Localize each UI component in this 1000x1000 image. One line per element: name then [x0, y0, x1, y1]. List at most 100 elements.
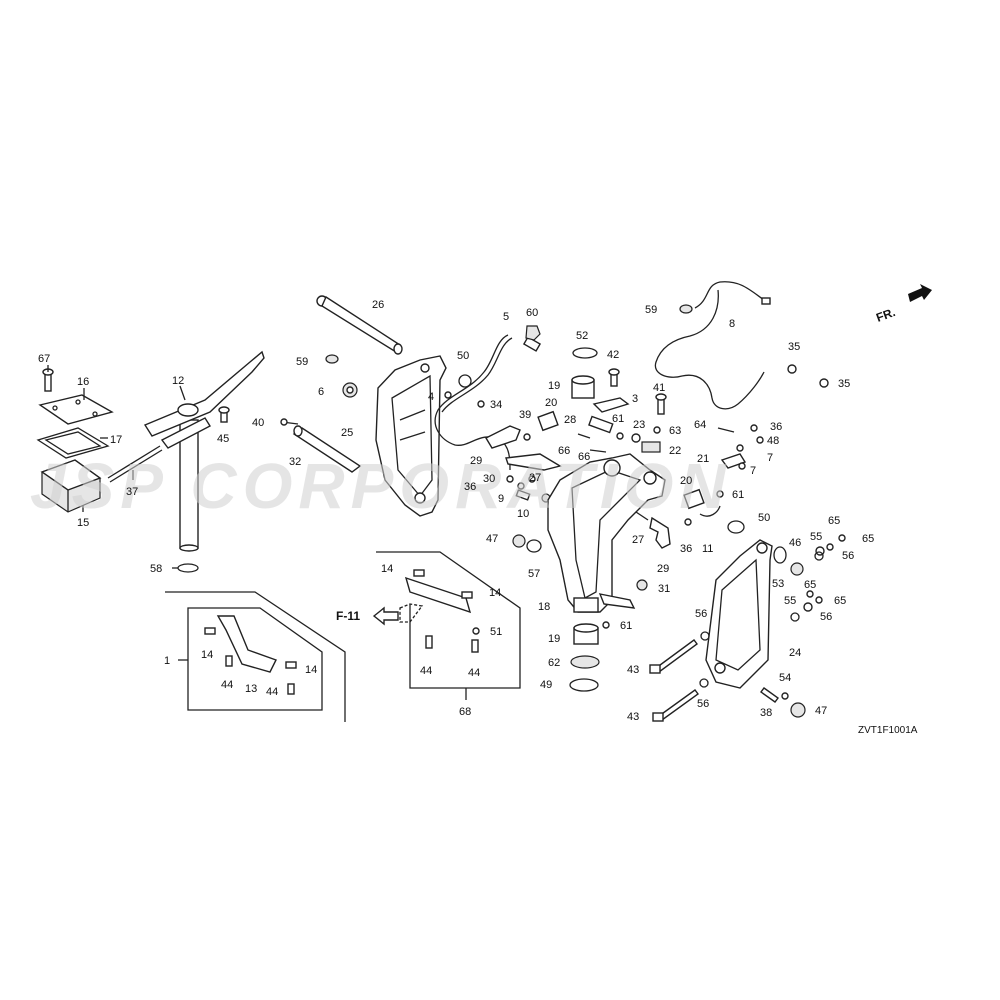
- callout: 7: [750, 465, 756, 477]
- callout: 34: [490, 399, 502, 411]
- callout: 14: [489, 587, 501, 599]
- callout: 41: [653, 382, 665, 394]
- callout: 12: [172, 375, 184, 387]
- callout: 56: [842, 550, 854, 562]
- callout: 8: [729, 318, 735, 330]
- callout: 26: [372, 299, 384, 311]
- callout: 35: [838, 378, 850, 390]
- callout: 52: [576, 330, 588, 342]
- diagram-code: ZVT1F1001A: [858, 725, 918, 736]
- callout: 14: [305, 664, 317, 676]
- callout: 44: [420, 665, 432, 677]
- callout: 56: [697, 698, 709, 710]
- front-direction-arrow: [908, 284, 932, 302]
- callout: 10: [517, 508, 529, 520]
- callout: 29: [657, 563, 669, 575]
- ref-label: F-11: [336, 609, 360, 623]
- callout: 31: [658, 583, 670, 595]
- callout: 3: [632, 393, 638, 405]
- callout: 15: [77, 517, 89, 529]
- callout: 67: [38, 353, 50, 365]
- steering-shaft-group: [36, 350, 265, 573]
- callout: 56: [820, 611, 832, 623]
- callout: 50: [758, 512, 770, 524]
- callout: 39: [519, 409, 531, 421]
- callout: 42: [607, 349, 619, 361]
- callout: 66: [558, 445, 570, 457]
- callout: 40: [252, 417, 264, 429]
- bracket-group: [280, 295, 447, 517]
- callout: 66: [578, 451, 590, 463]
- callout: 59: [645, 304, 657, 316]
- callout: 47: [815, 705, 827, 717]
- callout: 48: [767, 435, 779, 447]
- callout-labels: 67 16 17 15 37 12 45 58 26 59 6 40 32 25…: [38, 299, 874, 723]
- callout: 64: [694, 419, 706, 431]
- callout: 23: [633, 419, 645, 431]
- callout: 61: [732, 489, 744, 501]
- callout: 62: [548, 657, 560, 669]
- callout: 43: [627, 664, 639, 676]
- callout: 46: [789, 537, 801, 549]
- callout: 47: [486, 533, 498, 545]
- callout: 37: [126, 486, 138, 498]
- callout: 60: [526, 307, 538, 319]
- callout: 36: [770, 421, 782, 433]
- callout: 14: [381, 563, 393, 575]
- callout: 4: [428, 391, 434, 403]
- callout: 18: [538, 601, 550, 613]
- callout: 24: [789, 647, 801, 659]
- callout: 35: [788, 341, 800, 353]
- callout: 21: [697, 453, 709, 465]
- callout: 7: [767, 452, 773, 464]
- callout: 32: [289, 456, 301, 468]
- callout: 22: [669, 445, 681, 457]
- center-hardware-group: [434, 281, 829, 692]
- direction-label: FR.: [874, 305, 897, 325]
- callout: 36: [464, 481, 476, 493]
- kit-boxes: [165, 551, 521, 722]
- callout: 17: [110, 434, 122, 446]
- callout: 44: [266, 686, 278, 698]
- callout: 51: [490, 626, 502, 638]
- callout: 63: [669, 425, 681, 437]
- leader-lines-left: [47, 365, 186, 569]
- callout: 38: [760, 707, 772, 719]
- callout: 65: [834, 595, 846, 607]
- callout: 16: [77, 376, 89, 388]
- callout: 59: [296, 356, 308, 368]
- callout: 6: [318, 386, 324, 398]
- callout: 20: [545, 397, 557, 409]
- callout: 68: [459, 706, 471, 718]
- callout: 13: [245, 683, 257, 695]
- callout: 49: [540, 679, 552, 691]
- callout: 50: [457, 350, 469, 362]
- callout: 44: [221, 679, 233, 691]
- callout: 30: [483, 473, 495, 485]
- callout: 61: [612, 413, 624, 425]
- callout: 56: [695, 608, 707, 620]
- callout: 19: [548, 633, 560, 645]
- callout: 43: [627, 711, 639, 723]
- callout: 61: [620, 620, 632, 632]
- callout: 58: [150, 563, 162, 575]
- callout: 55: [784, 595, 796, 607]
- callout: 28: [564, 414, 576, 426]
- watermark-text: JSP CORPORATION: [30, 450, 732, 522]
- callout: 1: [164, 655, 170, 667]
- callout: 25: [341, 427, 353, 439]
- callout: 9: [498, 493, 504, 505]
- callout: 45: [217, 433, 229, 445]
- callout: 27: [632, 534, 644, 546]
- callout: 5: [503, 311, 509, 323]
- callout: 27: [529, 472, 541, 484]
- right-bracket-group: [649, 534, 846, 722]
- callout: 54: [779, 672, 791, 684]
- callout: 65: [828, 515, 840, 527]
- callout: 55: [810, 531, 822, 543]
- callout: 65: [804, 579, 816, 591]
- callout: 29: [470, 455, 482, 467]
- callout: 19: [548, 380, 560, 392]
- callout: 57: [528, 568, 540, 580]
